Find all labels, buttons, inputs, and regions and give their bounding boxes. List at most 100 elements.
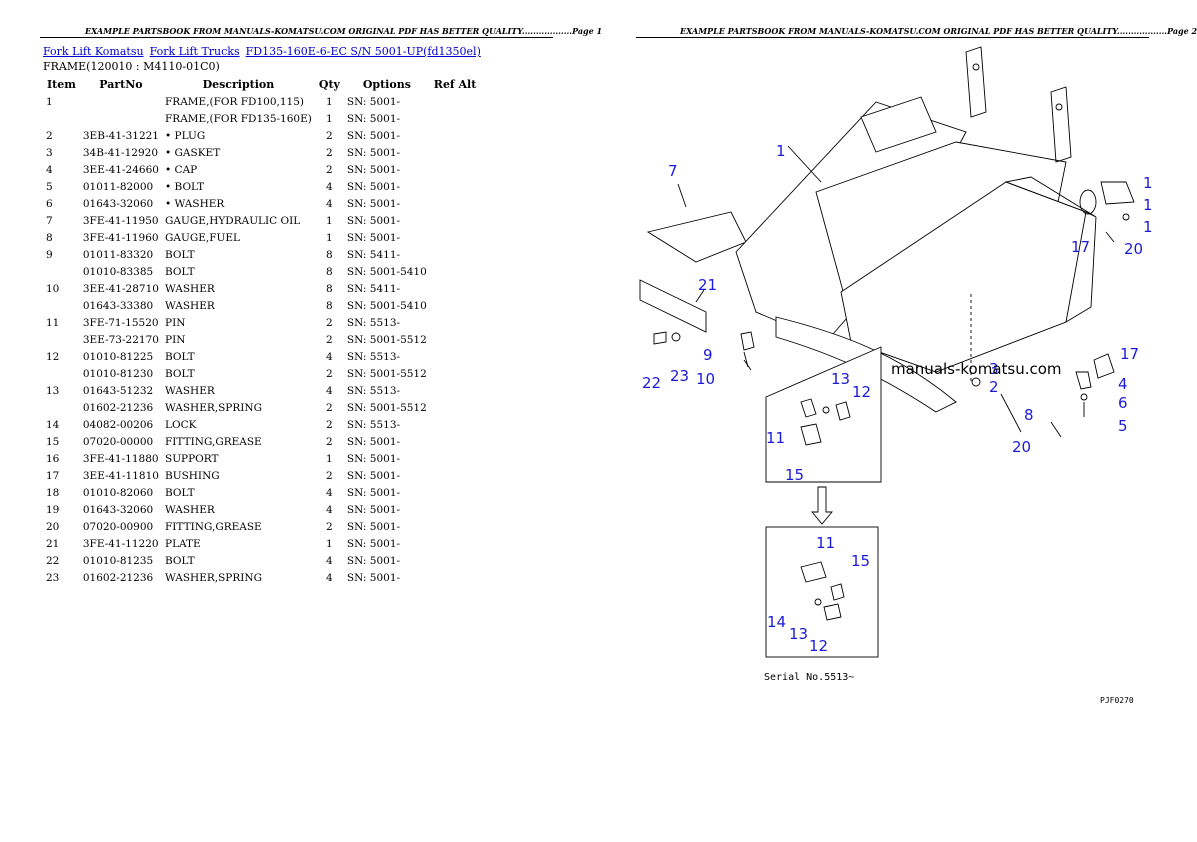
cell-options: SN: 5001- xyxy=(346,197,401,210)
cell-item: 11 xyxy=(46,316,60,329)
cell-item: 7 xyxy=(46,214,53,227)
cell-partno: 01602-21236 xyxy=(82,571,154,584)
cell-options: SN: 5001-5410 xyxy=(346,299,427,312)
cell-partno: 07020-00900 xyxy=(82,520,154,533)
cell-item xyxy=(43,263,80,280)
cell-options: SN: 5001- xyxy=(346,146,401,159)
cell-qty: 2 xyxy=(326,163,333,176)
cell-qty: 1 xyxy=(326,95,333,108)
cell-item: 19 xyxy=(46,503,60,516)
cell-description: BOLT xyxy=(165,265,195,278)
cell-description: BOLT xyxy=(165,248,195,261)
breadcrumb-link-category[interactable]: Fork Lift Trucks xyxy=(149,45,240,58)
cell-qty: 4 xyxy=(326,384,333,397)
cell-item: 9 xyxy=(46,248,53,261)
callout-8: 8 xyxy=(1024,406,1034,424)
page1-header: EXAMPLE PARTSBOOK FROM MANUALS-KOMATSU.C… xyxy=(85,26,603,36)
cell-options: SN: 5001- xyxy=(346,554,401,567)
cell-refalt xyxy=(430,178,481,195)
callout-13: 13 xyxy=(831,370,850,388)
callout-5: 5 xyxy=(1118,417,1128,435)
cell-options: SN: 5001- xyxy=(346,571,401,584)
cell-item: 4 xyxy=(46,163,53,176)
cell-item: 21 xyxy=(46,537,60,550)
cell-partno: 01010-82060 xyxy=(82,486,154,499)
cell-qty: 2 xyxy=(326,401,333,414)
cell-refalt xyxy=(430,552,481,569)
callout-9: 9 xyxy=(703,346,713,364)
cell-partno: 04082-00206 xyxy=(82,418,154,431)
cell-description: BOLT xyxy=(165,350,195,363)
cell-description: LOCK xyxy=(165,418,197,431)
cell-description: • BOLT xyxy=(165,180,205,193)
cell-qty: 2 xyxy=(326,316,333,329)
cell-refalt xyxy=(430,144,481,161)
cell-qty: 1 xyxy=(326,231,333,244)
cell-description: BOLT xyxy=(165,554,195,567)
cell-options: SN: 5411- xyxy=(346,282,401,295)
cell-description: PLATE xyxy=(165,537,201,550)
cell-item xyxy=(43,110,80,127)
cell-description: WASHER xyxy=(165,503,215,516)
callout-23: 23 xyxy=(670,367,689,385)
cell-partno: 01602-21236 xyxy=(82,401,154,414)
breadcrumb-link-model[interactable]: FD135-160E-6-EC S/N 5001-UP(fd1350el) xyxy=(245,45,481,58)
cell-partno: 3FE-41-11950 xyxy=(82,214,159,227)
cell-refalt xyxy=(430,416,481,433)
cell-partno: 3EE-41-11810 xyxy=(82,469,159,482)
cell-refalt xyxy=(430,161,481,178)
cell-qty: 2 xyxy=(326,418,333,431)
col-qty-header: Qty xyxy=(318,78,340,91)
cell-description: • GASKET xyxy=(165,146,221,159)
cell-item: 12 xyxy=(46,350,60,363)
cell-description: PIN xyxy=(165,333,186,346)
cell-qty: 8 xyxy=(326,265,333,278)
cell-partno: 01011-83320 xyxy=(82,248,154,261)
cell-options: SN: 5001- xyxy=(346,486,401,499)
callout-15: 15 xyxy=(785,466,804,484)
cell-description: • CAP xyxy=(165,163,198,176)
cell-item: 1 xyxy=(46,95,53,108)
cell-item: 20 xyxy=(46,520,60,533)
breadcrumb-link-brand[interactable]: Fork Lift Komatsu xyxy=(43,45,144,58)
cell-description: WASHER,SPRING xyxy=(165,571,262,584)
callout-14-inset: 14 xyxy=(767,613,786,631)
cell-refalt xyxy=(430,382,481,399)
cell-qty: 4 xyxy=(326,503,333,516)
cell-description: WASHER xyxy=(165,299,215,312)
cell-refalt xyxy=(430,297,481,314)
callout-1-right-a: 1 xyxy=(1143,174,1153,192)
cell-partno: 01010-81225 xyxy=(82,350,154,363)
cell-item xyxy=(43,297,80,314)
cell-partno: 3EB-41-31221 xyxy=(82,129,159,142)
callout-1: 1 xyxy=(776,142,786,160)
cell-refalt xyxy=(430,280,481,297)
down-arrow xyxy=(811,486,833,525)
cell-description: WASHER,SPRING xyxy=(165,401,262,414)
callout-11-inset: 11 xyxy=(816,534,835,552)
cell-qty: 4 xyxy=(326,554,333,567)
cell-refalt xyxy=(430,450,481,467)
cell-item: 3 xyxy=(46,146,53,159)
cell-partno: 01010-81235 xyxy=(82,554,154,567)
cell-qty: 1 xyxy=(326,537,333,550)
cell-qty: 8 xyxy=(326,248,333,261)
cell-partno: 01643-51232 xyxy=(82,384,154,397)
cell-options: SN: 5001- xyxy=(346,520,401,533)
cell-refalt xyxy=(430,314,481,331)
cell-refalt xyxy=(430,229,481,246)
cell-options: SN: 5001-5512 xyxy=(346,333,427,346)
serial-label: Serial No.5513~ xyxy=(764,672,854,683)
cell-partno: 01010-83385 xyxy=(82,265,154,278)
cell-options: SN: 5513- xyxy=(346,316,401,329)
cell-options: SN: 5513- xyxy=(346,350,401,363)
